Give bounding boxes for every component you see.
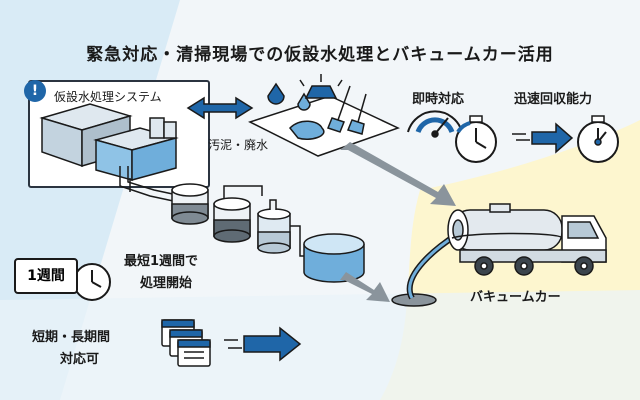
clock-icon	[73, 263, 111, 301]
tank-icon-3	[257, 199, 308, 257]
stopwatch-icon	[455, 115, 497, 163]
instant-response-label: 即時対応	[412, 92, 465, 107]
system-label: 仮設水処理システム	[52, 88, 164, 105]
tank-icon-2	[213, 185, 263, 243]
exchange-arrow-icon	[186, 96, 254, 120]
week-badge: 1週間	[14, 258, 78, 294]
stopwatch-icon-2	[577, 115, 619, 163]
page-title: 緊急対応・清掃現場での仮設水処理とバキュームカー活用	[86, 45, 554, 65]
tank-icon-4	[303, 233, 365, 283]
duration-arrow-icon	[224, 326, 302, 362]
term-line2: 対応可	[60, 352, 100, 367]
gauge-icon	[407, 110, 463, 138]
recovery-capacity-label: 迅速回収能力	[514, 92, 593, 107]
term-line1: 短期・長期間	[32, 330, 111, 345]
pipe-icon	[119, 166, 183, 203]
flow-arrow-icon-2	[340, 272, 390, 302]
spill-site-icon	[248, 74, 400, 157]
vacuum-truck-icon	[447, 203, 607, 276]
speed-arrow-icon	[512, 122, 574, 154]
puddle-icon	[391, 293, 437, 307]
start-time-line2: 処理開始	[140, 276, 193, 291]
start-time-line1: 最短1週間で	[124, 254, 199, 269]
tank-icon-1	[171, 183, 209, 225]
calendar-icon	[161, 319, 211, 367]
vacuum-truck-label: バキュームカー	[470, 290, 561, 305]
sludge-label: 汚泥・廃水	[208, 138, 269, 152]
flow-arrow-icon	[340, 142, 456, 206]
treatment-units-icon	[39, 103, 179, 181]
alert-icon: !	[24, 80, 46, 102]
